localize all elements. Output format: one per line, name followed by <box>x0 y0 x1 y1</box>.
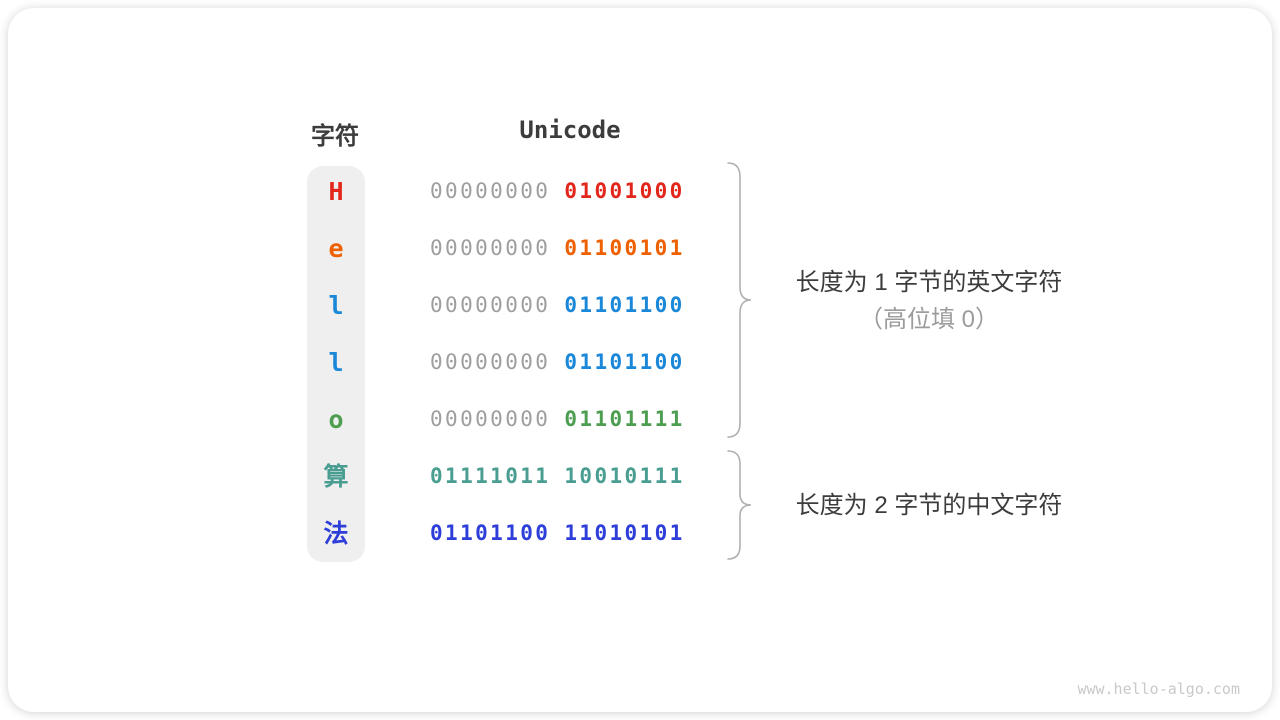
table-row: o 00000000 01101111 <box>8 391 1272 448</box>
column-header-char: 字符 <box>311 123 359 150</box>
unicode-bytes: 01111011 10010111 <box>430 448 685 507</box>
byte-value: 00000000 <box>430 407 551 431</box>
table-row: 法 01101100 11010101 <box>8 505 1272 562</box>
byte-value: 10010111 <box>564 464 685 488</box>
figure-card: 字符 Unicode H 00000000 01001000 e 00000000 011… <box>8 8 1272 712</box>
byte-value: 01101100 <box>564 350 685 374</box>
byte-value: 01101111 <box>564 407 685 431</box>
column-header-unicode: Unicode <box>519 116 621 144</box>
annotation-english-line2: （高位填 0） <box>858 306 999 333</box>
unicode-bytes: 00000000 01100101 <box>430 220 685 279</box>
unicode-bytes: 00000000 01101100 <box>430 334 685 393</box>
character-cell: H <box>328 177 344 206</box>
unicode-table-rows: H 00000000 01001000 e 00000000 01100101 l 00000… <box>8 163 1272 562</box>
table-row: H 00000000 01001000 <box>8 163 1272 220</box>
annotation-chinese-chars: 长度为 2 字节的中文字符 <box>764 487 1094 524</box>
char-column-background <box>307 166 365 562</box>
annotation-english-line1: 长度为 1 字节的英文字符 <box>795 269 1063 296</box>
table-row: l 00000000 01101100 <box>8 334 1272 391</box>
character-cell: l <box>328 291 344 320</box>
byte-value: 01101100 <box>430 521 551 545</box>
byte-value: 01101100 <box>564 293 685 317</box>
byte-value: 00000000 <box>430 350 551 374</box>
table-row: l 00000000 01101100 <box>8 277 1272 334</box>
unicode-bytes: 01101100 11010101 <box>430 505 685 564</box>
character-cell: l <box>328 348 344 377</box>
byte-value: 00000000 <box>430 236 551 260</box>
watermark-url: www.hello-algo.com <box>1077 680 1240 698</box>
unicode-bytes: 00000000 01101111 <box>430 391 685 450</box>
unicode-bytes: 00000000 01101100 <box>430 277 685 336</box>
table-row: e 00000000 01100101 <box>8 220 1272 277</box>
byte-value: 11010101 <box>564 521 685 545</box>
table-row: 算 01111011 10010111 <box>8 448 1272 505</box>
byte-value: 01111011 <box>430 464 551 488</box>
unicode-bytes: 00000000 01001000 <box>430 163 685 222</box>
character-cell: e <box>328 234 344 263</box>
character-cell: 算 <box>323 462 349 491</box>
byte-value: 01100101 <box>564 236 685 260</box>
character-cell: o <box>328 405 344 434</box>
curly-brace-chinese-group <box>727 450 752 560</box>
curly-brace-english-group <box>727 162 752 438</box>
annotation-chinese-line1: 长度为 2 字节的中文字符 <box>795 492 1063 519</box>
annotation-english-chars: 长度为 1 字节的英文字符 （高位填 0） <box>764 264 1094 338</box>
character-cell: 法 <box>323 519 349 548</box>
byte-value: 01001000 <box>564 179 685 203</box>
byte-value: 00000000 <box>430 179 551 203</box>
byte-value: 00000000 <box>430 293 551 317</box>
